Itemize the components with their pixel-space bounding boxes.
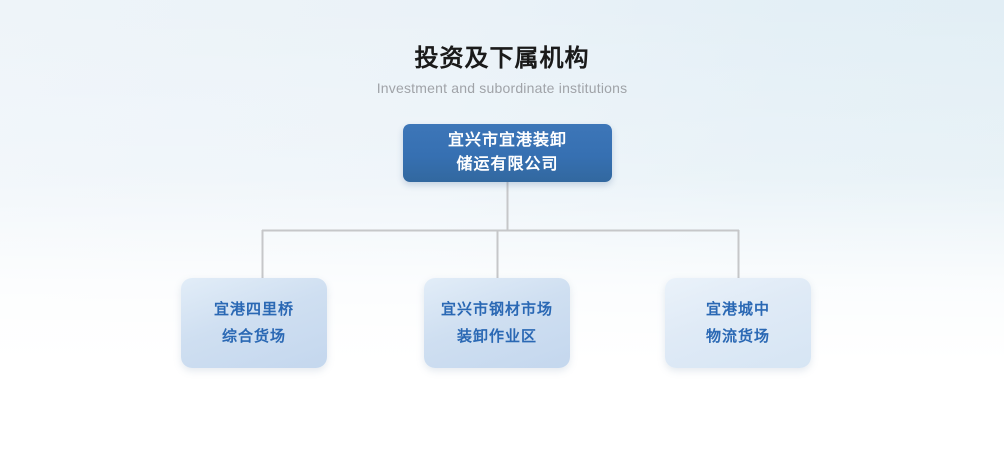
page-subtitle: Investment and subordinate institutions (376, 80, 628, 96)
org-node-root-line-2: 储运有限公司 (456, 156, 559, 173)
org-node-child-siliqiao[interactable]: 宜港四里桥 综合货场 (181, 278, 327, 368)
org-node-child-2-line-1: 宜港城中 (705, 301, 770, 318)
chart-heading: 投资及下属机构 Investment and subordinate insti… (0, 44, 1004, 97)
org-node-child-1-line-2: 装卸作业区 (456, 328, 537, 345)
org-node-child-0-line-1: 宜港四里桥 (213, 301, 294, 318)
org-node-child-2-line-2: 物流货场 (705, 328, 770, 345)
org-node-child-steel-market[interactable]: 宜兴市钢材市场 装卸作业区 (424, 278, 570, 368)
org-node-child-0-line-2: 综合货场 (221, 328, 286, 345)
org-node-root[interactable]: 宜兴市宜港装卸 储运有限公司 (403, 124, 612, 182)
page-title: 投资及下属机构 (414, 45, 590, 72)
org-node-root-line-1: 宜兴市宜港装卸 (447, 132, 567, 149)
org-node-child-chengzhong-logistics[interactable]: 宜港城中 物流货场 (665, 278, 811, 368)
org-node-child-1-line-1: 宜兴市钢材市场 (440, 301, 553, 318)
